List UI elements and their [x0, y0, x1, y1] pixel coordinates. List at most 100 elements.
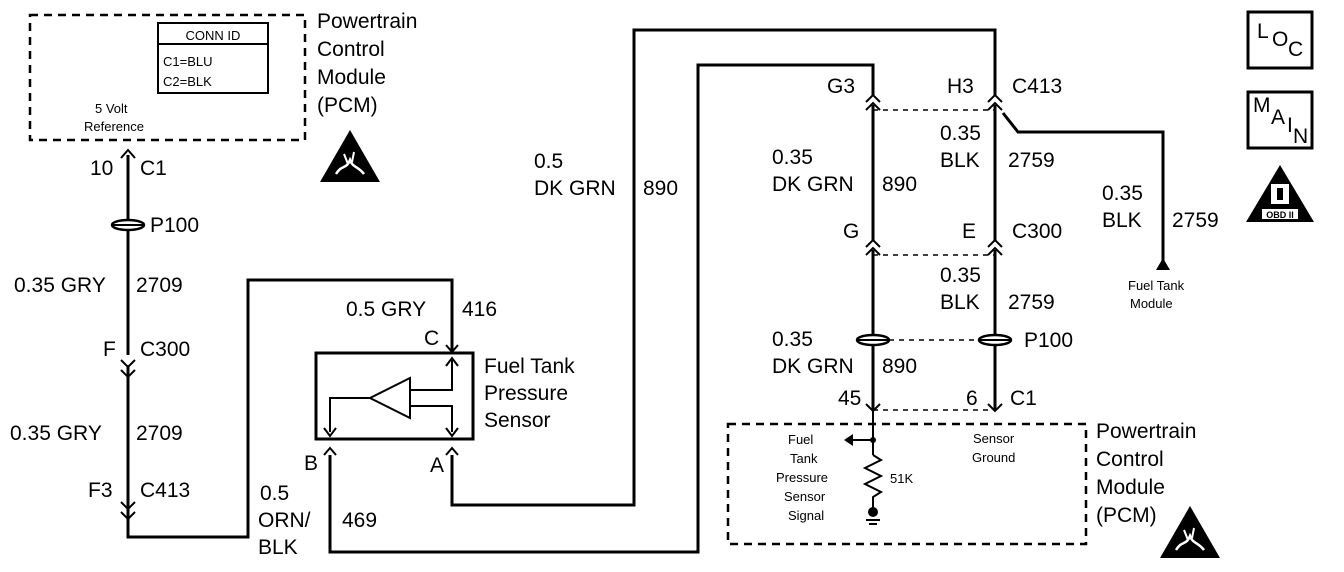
main-icon[interactable]: M A I N: [1246, 90, 1314, 150]
sensor-ground-label-1: Sensor: [973, 431, 1015, 446]
wire-416-spec: 0.5 GRY: [346, 298, 426, 321]
conn-c1-top: C1: [140, 157, 167, 180]
signal-label-4: Sensor: [784, 489, 826, 504]
pin-g: G: [843, 220, 859, 243]
wire-469-color-2: BLK: [258, 536, 298, 559]
five-volt-label-1: 5 Volt: [95, 101, 128, 116]
dkgrn-890-circuit-1: 890: [882, 173, 917, 196]
wire-469-size: 0.5: [260, 482, 289, 505]
signal-label-1: Fuel: [788, 432, 813, 447]
conn-id-title: CONN ID: [186, 28, 241, 43]
wire-890-size: 0.5: [534, 150, 563, 173]
loc-letter-l: L: [1257, 20, 1269, 43]
blk-2759-circuit-1: 2759: [1008, 149, 1055, 172]
main-letter-a: A: [1271, 106, 1285, 129]
wire-2709-circuit-1: 2709: [136, 274, 183, 297]
bottom-pcm-block: Fuel Tank Pressure Sensor Signal 51K Sen…: [726, 410, 1222, 560]
resistor-51k-label: 51K: [890, 471, 913, 486]
wire-2709-spec-1: 0.35 GRY: [14, 274, 106, 297]
top-pcm-label-3: Module: [317, 66, 386, 89]
bottom-pcm-label-4: (PCM): [1096, 504, 1157, 527]
sensor-label-3: Sensor: [484, 409, 551, 432]
dkgrn-890-color-1: DK GRN: [772, 173, 854, 196]
right-blk-color: BLK: [1102, 209, 1142, 232]
esd-sensitive-warning-icon: [318, 128, 382, 184]
wire-2709-circuit-2: 2709: [136, 422, 183, 445]
signal-label-5: Signal: [788, 508, 824, 523]
top-pcm-label-4: (PCM): [317, 94, 378, 117]
splice-p100-mid: P100: [1024, 329, 1073, 352]
sensor-label-1: Fuel Tank: [484, 355, 575, 378]
five-volt-label-2: Reference: [84, 119, 144, 134]
conn-c413-mid: C413: [1012, 75, 1062, 98]
left-circuit: 10 C1 P100 0.35 GRY 2709 F C300 0.35 GRY…: [10, 148, 454, 539]
main-letter-i: I: [1287, 114, 1293, 137]
blk-2759-size-2: 0.35: [940, 264, 981, 287]
conn-id-box: [157, 22, 269, 94]
pin-h3: H3: [947, 75, 974, 98]
esd-sensitive-warning-icon-bottom: [1158, 504, 1222, 560]
pin-f3: F3: [88, 479, 113, 502]
fuel-tank-module-label-1: Fuel Tank: [1128, 278, 1185, 293]
right-blk-circuit: 2759: [1172, 209, 1219, 232]
pin-g3: G3: [827, 75, 855, 98]
wire-469-color-1: ORN/: [258, 509, 311, 532]
loc-icon[interactable]: L O C: [1246, 10, 1314, 70]
wire-469-circuit: 469: [342, 509, 377, 532]
conn-c1-bottom: C1: [1010, 387, 1037, 410]
loc-letter-o: O: [1272, 28, 1288, 51]
wire-2709-spec-2: 0.35 GRY: [10, 422, 102, 445]
conn-c413-left: C413: [140, 479, 190, 502]
dkgrn-890-size-1: 0.35: [772, 146, 813, 169]
signal-label-2: Tank: [790, 451, 818, 466]
sensor-body: [314, 351, 475, 441]
sensor-label-2: Pressure: [484, 382, 568, 405]
conn-id-c1: C1=BLU: [163, 54, 213, 69]
bottom-pcm-label-3: Module: [1096, 476, 1165, 499]
pin-10: 10: [90, 157, 113, 180]
fuel-tank-pressure-sensor: 0.5 GRY 416 C Fuel Tank Pressure Sensor …: [258, 298, 575, 559]
pin-45: 45: [838, 387, 861, 410]
fuel-tank-module-label-2: Module: [1130, 296, 1173, 311]
mid-circuit: 0.5 DK GRN 890 G3 H3 C413 0.35 BLK 2759 …: [328, 28, 1073, 554]
blk-2759-size-1: 0.35: [940, 122, 981, 145]
right-blk-size: 0.35: [1102, 182, 1143, 205]
top-pcm-label-2: Control: [317, 38, 385, 61]
top-pcm-block: CONN ID C1=BLU C2=BLK 5 Volt Reference P…: [28, 10, 417, 184]
main-letter-n: N: [1293, 125, 1308, 148]
pin-b: B: [304, 452, 318, 475]
top-pcm-outline: [28, 13, 307, 142]
sensor-ground-label-2: Ground: [972, 450, 1015, 465]
obd-ii-triangle-icon[interactable]: OBD II: [1246, 165, 1314, 222]
pin-f: F: [103, 338, 116, 361]
blk-2759-circuit-2: 2759: [1008, 291, 1055, 314]
conn-c300-left: C300: [140, 338, 190, 361]
top-pcm-label-1: Powertrain: [317, 10, 417, 33]
dkgrn-890-color-2: DK GRN: [772, 355, 854, 378]
dkgrn-890-circuit-2: 890: [882, 355, 917, 378]
pin-6: 6: [966, 387, 978, 410]
right-branch: 0.35 BLK 2759 Fuel Tank Module: [1001, 112, 1219, 311]
blk-2759-color-1: BLK: [940, 149, 980, 172]
loc-letter-c: C: [1288, 38, 1303, 61]
pin-e: E: [962, 220, 976, 243]
conn-id-c2: C2=BLK: [163, 74, 212, 89]
blk-2759-color-2: BLK: [940, 291, 980, 314]
dkgrn-890-size-2: 0.35: [772, 328, 813, 351]
wire-890-color: DK GRN: [534, 177, 616, 200]
bottom-pcm-label-2: Control: [1096, 448, 1164, 471]
pin-a: A: [430, 454, 444, 477]
amplifier-symbol: [367, 376, 411, 420]
wire-416-circuit: 416: [462, 298, 497, 321]
signal-label-3: Pressure: [776, 470, 828, 485]
bottom-pcm-outline: [726, 422, 1088, 546]
side-icons: L O C M A I N OBD II: [1246, 10, 1314, 222]
main-letter-m: M: [1253, 94, 1271, 117]
pin-c: C: [424, 327, 439, 350]
bottom-pcm-label-1: Powertrain: [1096, 420, 1196, 443]
splice-p100-label: P100: [150, 214, 199, 237]
conn-c300-mid: C300: [1012, 220, 1062, 243]
obd-ii-label: OBD II: [1266, 210, 1294, 220]
wire-890-circuit: 890: [643, 177, 678, 200]
